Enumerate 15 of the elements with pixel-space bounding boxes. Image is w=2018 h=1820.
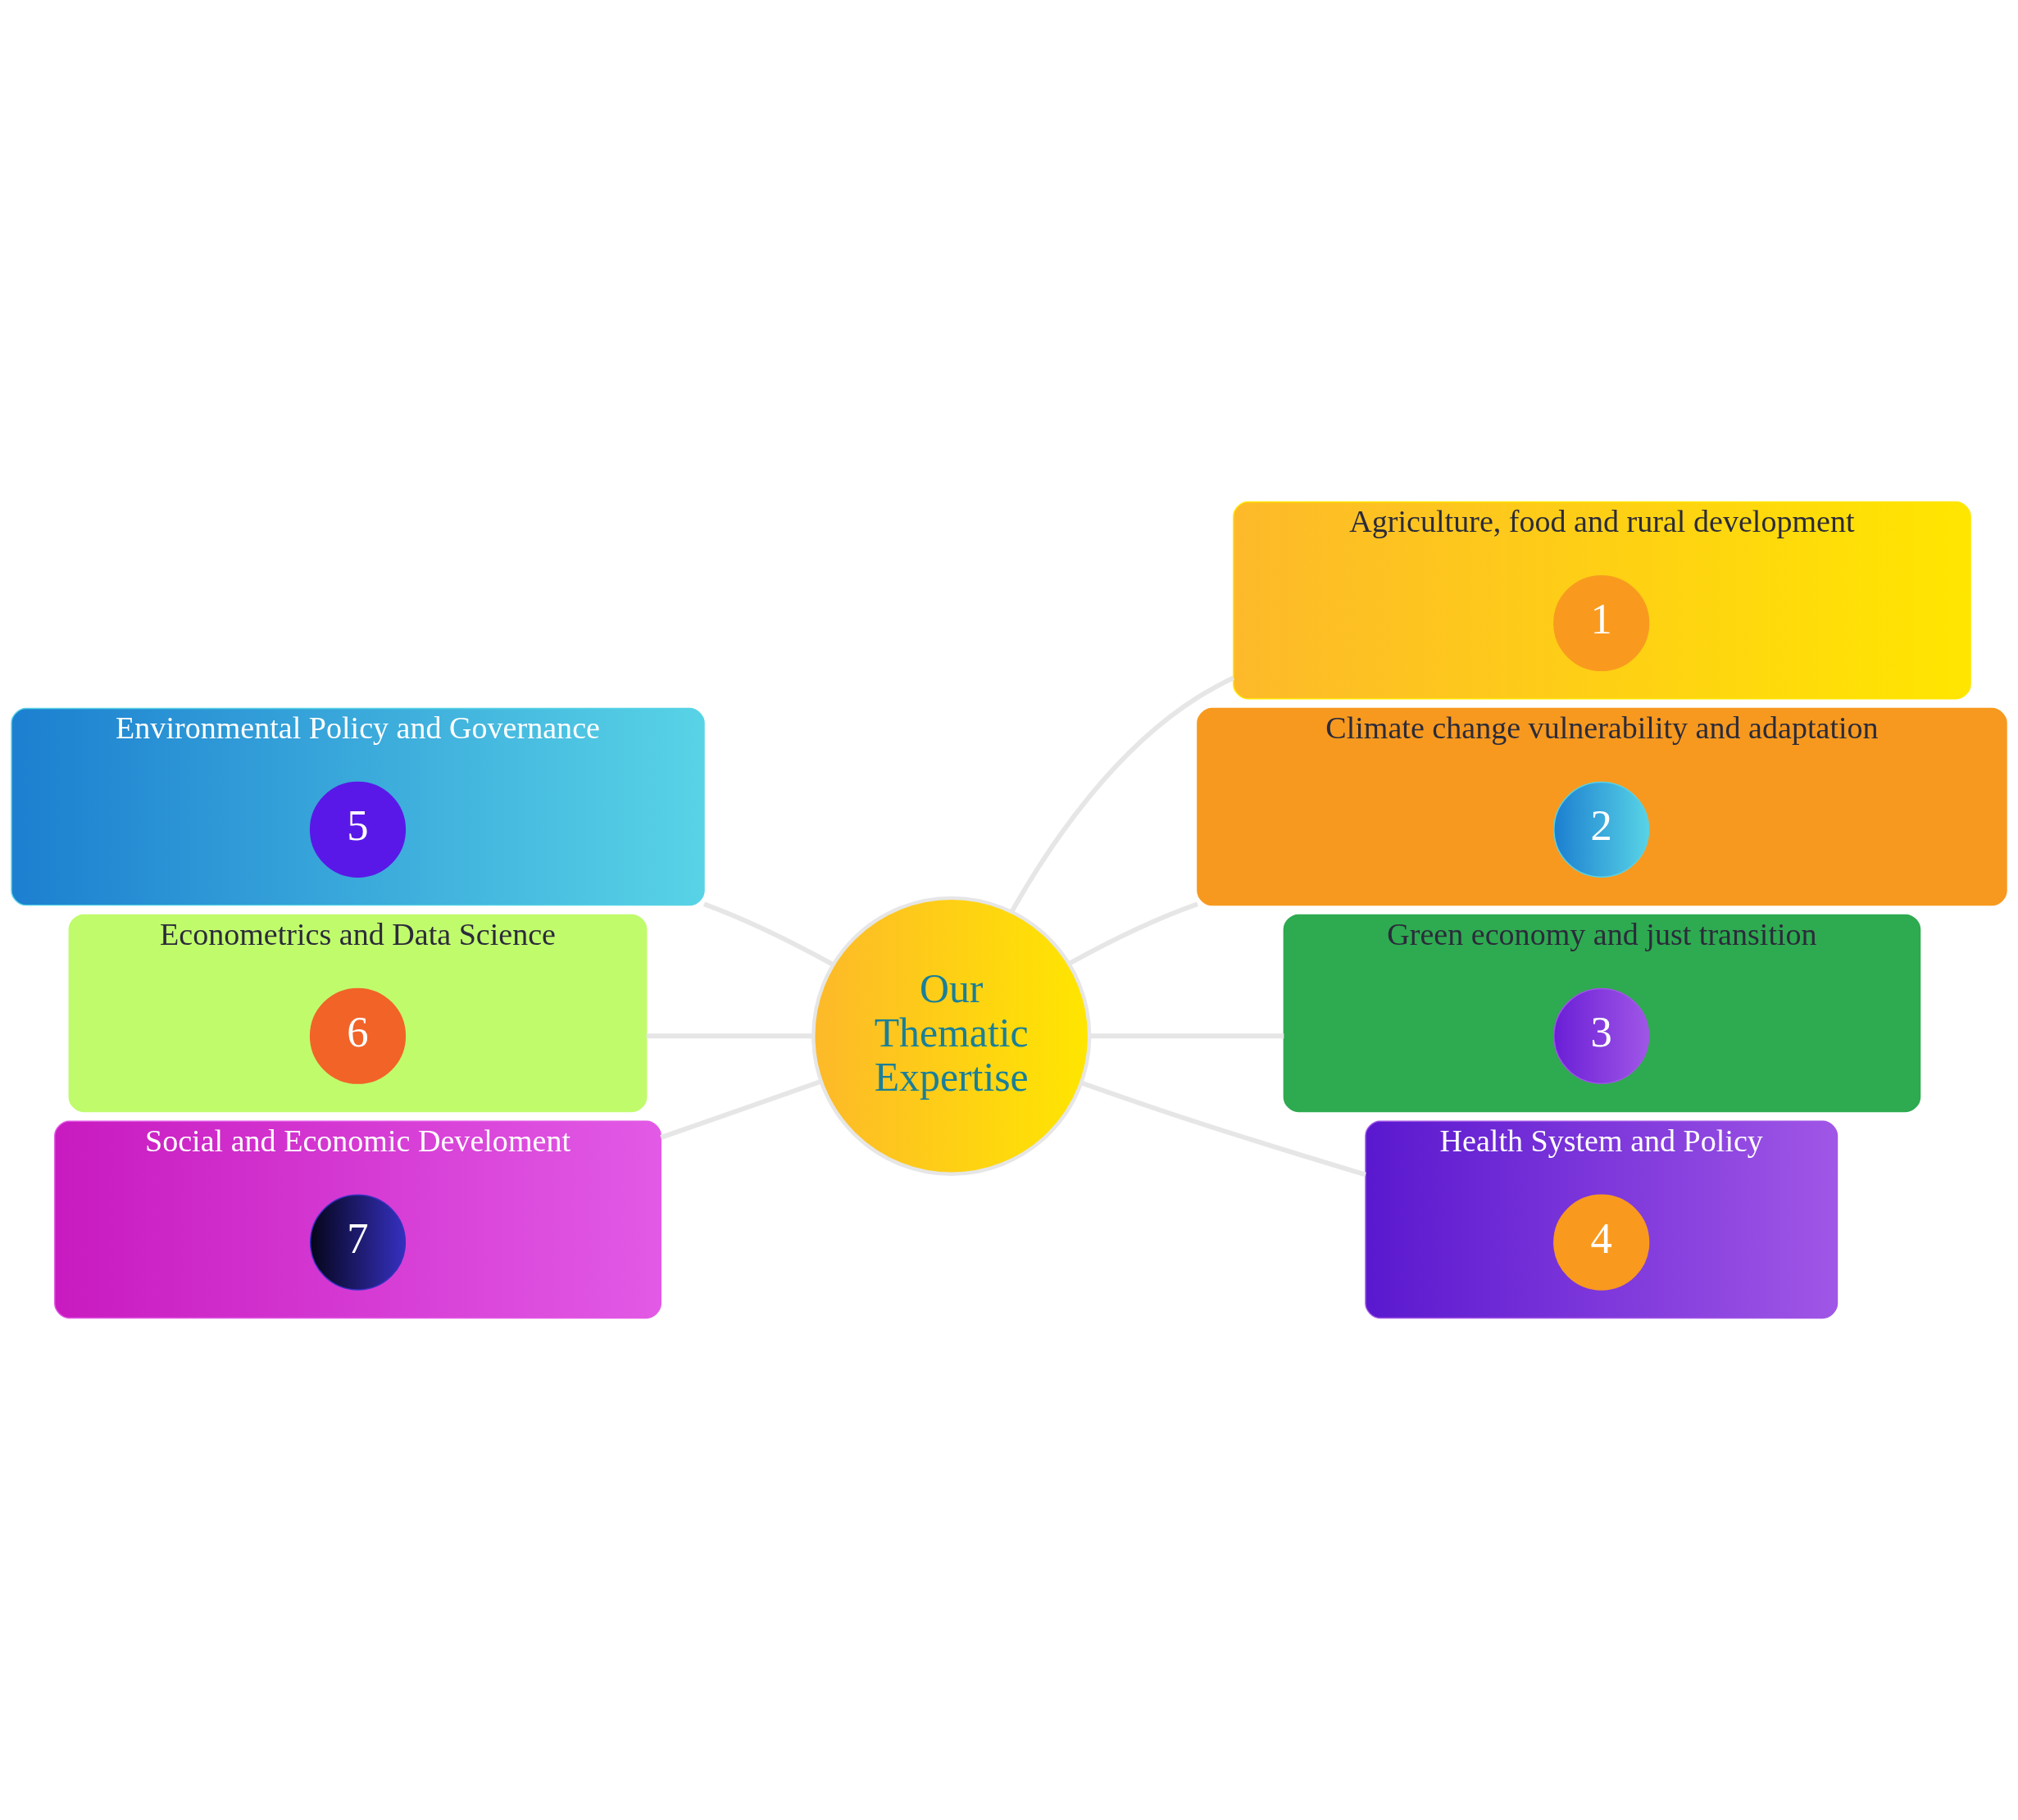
node-circle: 6 <box>309 987 407 1084</box>
connector <box>1089 1033 1284 1039</box>
node-circle: Our Thematic Expertise <box>811 896 1092 1176</box>
node-circle: 4 <box>1553 1194 1650 1291</box>
node-circle: 5 <box>309 781 407 878</box>
node-circle: 3 <box>1553 987 1650 1084</box>
connector <box>1067 901 1198 966</box>
connector <box>703 901 834 967</box>
connector <box>660 1079 822 1140</box>
connector <box>1009 675 1235 913</box>
connector <box>646 1033 814 1039</box>
connector <box>1080 1080 1366 1178</box>
node-circle: 1 <box>1553 574 1650 672</box>
node-circle: 2 <box>1553 781 1650 878</box>
node-circle: 7 <box>309 1194 407 1291</box>
